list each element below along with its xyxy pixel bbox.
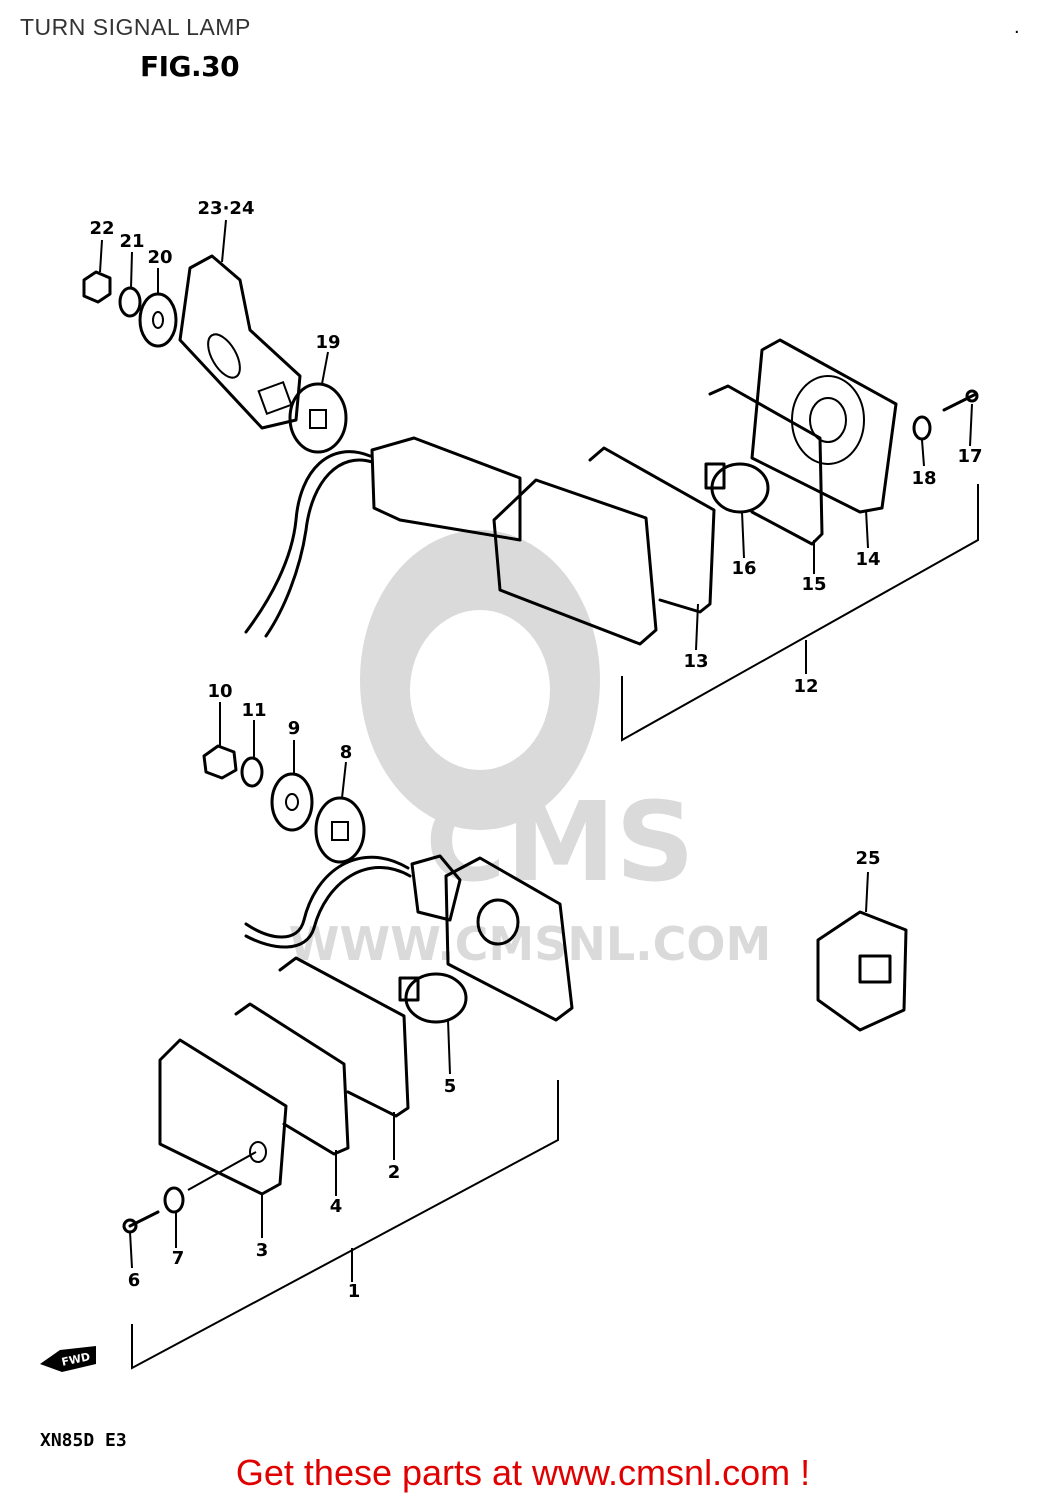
part-label-11: 11 [241,700,266,721]
part-label-2: 2 [388,1162,401,1183]
part-label-20: 20 [147,247,172,268]
gasket-13 [588,446,716,614]
upper-stalk [370,436,522,542]
screw-17 [942,392,978,412]
part-label-6: 6 [128,1270,141,1291]
part-label-4: 4 [330,1196,343,1217]
gasket-2 [278,956,410,1118]
watermark-mascot-face [410,610,550,770]
part-label-12: 12 [793,676,818,697]
lens-3 [158,1038,288,1196]
part-label-8: 8 [340,742,353,763]
relay-25 [816,910,908,1032]
watermark-url: WWW.CMSNL.COM [289,917,772,971]
part-label-21: 21 [119,231,144,252]
lower-turn-signal-assembly: FWD [40,702,908,1372]
assembly-bracket-1 [131,1080,559,1370]
exploded-view-diagram: CMS WWW.CMSNL.COM [40,198,983,1372]
corner-mark: . [1014,16,1020,38]
upper-turn-signal-assembly [82,219,979,742]
nut-10 [202,744,238,780]
part-label-3: 3 [256,1240,269,1261]
part-label-13: 13 [683,651,708,672]
grommet-8 [314,796,366,864]
fwd-arrow-icon: FWD [40,1346,96,1372]
lower-wire [244,855,410,939]
upper-lens-housing [492,478,658,646]
part-label-9: 9 [288,718,301,739]
part-label-17: 17 [957,446,982,467]
washer-20 [138,292,178,348]
gasket-4 [234,1002,350,1156]
lower-housing [444,856,574,1022]
washer-7 [163,1186,185,1214]
part-label-23-24: 23·24 [198,198,255,219]
part-label-5: 5 [444,1076,457,1097]
cta-link[interactable]: Get these parts at www.cmsnl.com ! [235,1452,811,1493]
cmsnl-watermark: CMS WWW.CMSNL.COM [289,530,772,971]
fwd-label: FWD [60,1350,91,1369]
part-label-16: 16 [731,558,756,579]
upper-wire [244,450,372,634]
lock-washer-21 [118,286,142,318]
part-label-10: 10 [207,681,232,702]
lower-stalk [410,854,462,922]
bulb-5 [404,972,468,1024]
part-label-18: 18 [911,468,936,489]
diagram-title: TURN SIGNAL LAMP [20,14,251,40]
part-label-15: 15 [801,574,826,595]
washer-18 [912,415,932,441]
lens-14 [750,338,898,514]
part-number-labels: 22 21 20 23·24 19 17 18 16 15 14 13 12 1… [89,198,982,1302]
lock-washer-11 [240,756,264,788]
part-label-14: 14 [855,549,880,570]
part-label-22: 22 [89,218,114,239]
grommet-19 [288,382,348,454]
part-label-25: 25 [855,848,880,869]
part-label-7: 7 [172,1248,185,1269]
watermark-logo: CMS [425,778,694,906]
washer-9 [270,772,314,832]
model-code: XN85D E3 [40,1430,127,1451]
part-label-1: 1 [348,1281,361,1302]
nut-22 [82,270,112,304]
part-label-19: 19 [315,332,340,353]
gasket-15 [708,384,824,546]
figure-number: FIG.30 [140,50,240,83]
bracket-23-24 [178,254,302,430]
assembly-bracket-12 [621,484,979,742]
